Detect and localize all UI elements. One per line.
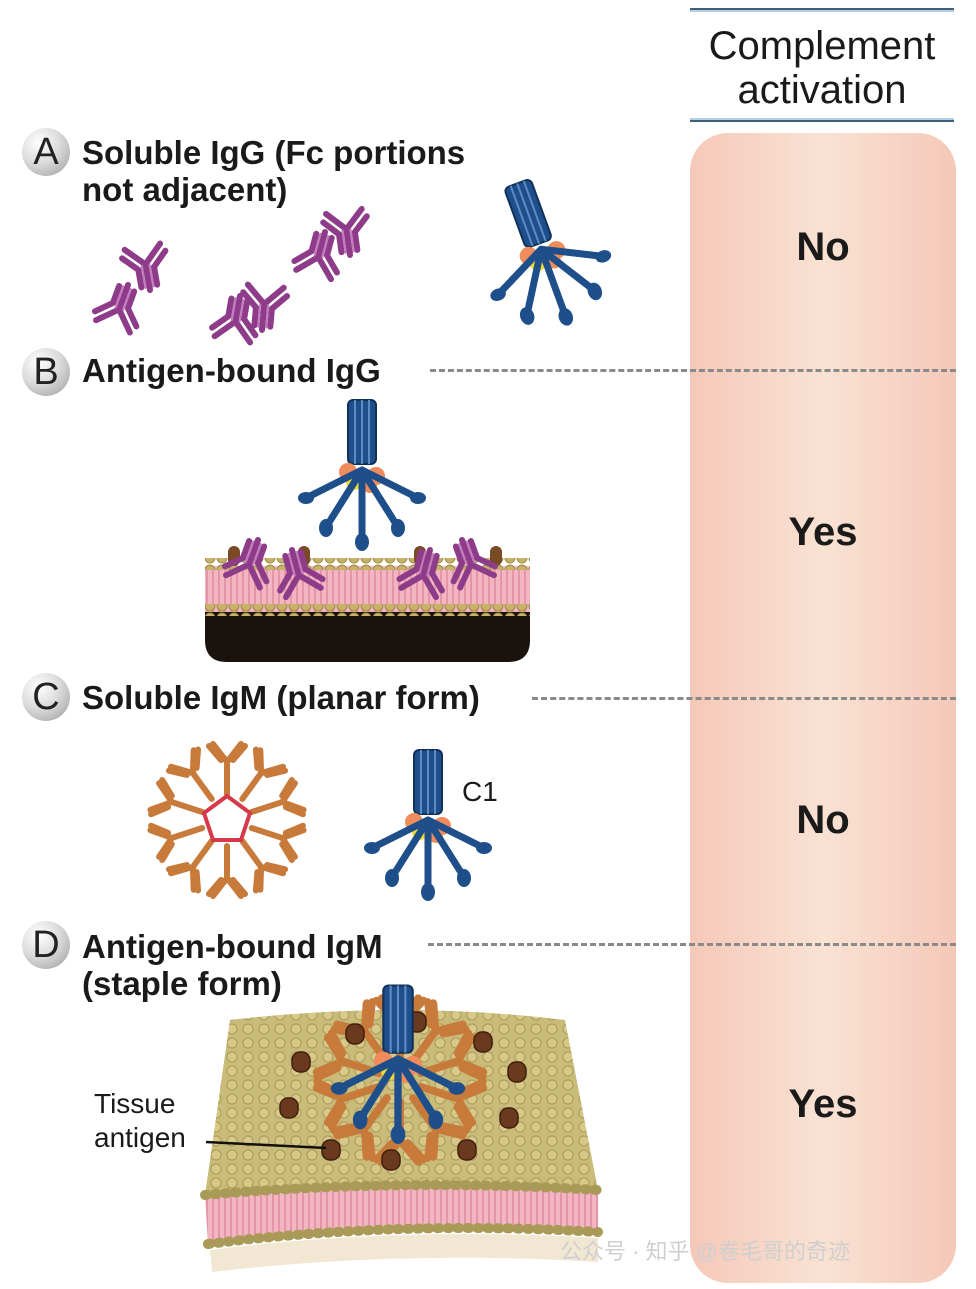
panel-c-title: Soluble IgM (planar form) (82, 679, 480, 716)
tissue-antigen-line1: Tissue (94, 1088, 176, 1119)
header-line-1: Complement (708, 24, 936, 68)
panel-a-title-line2: not adjacent) (82, 171, 288, 208)
separator-c (532, 697, 956, 700)
header-title: Complement activation (690, 24, 954, 112)
membrane-inner-heads (205, 604, 530, 616)
tissue-antigen-label: Tissue antigen (94, 1087, 186, 1155)
tissue-antigens (279, 1011, 527, 1171)
complement-activation-header: Complement activation (690, 8, 954, 122)
result-b: Yes (788, 510, 858, 554)
panel-d-antigen-bound-igm (200, 986, 603, 1272)
header-line-2: activation (737, 68, 907, 112)
separator-d (428, 943, 956, 946)
j-chain-pentagon (201, 793, 253, 842)
tissue-antigen-pointer (205, 1140, 327, 1150)
c1-label: C1 (462, 776, 498, 807)
panel-d-badge: D (22, 921, 70, 969)
panel-d-title-line2: (staple form) (82, 965, 282, 1002)
separator-b (430, 369, 956, 372)
c1-molecule (457, 162, 629, 348)
c1-molecule (364, 750, 492, 901)
panel-b-title: Antigen-bound IgG (82, 352, 381, 389)
panel-b-badge: B (22, 348, 70, 396)
panel-a-soluble-igg (92, 162, 629, 348)
panel-d-title: Antigen-bound IgM (staple form) (82, 928, 383, 1002)
tissue-antigen-line2: antigen (94, 1122, 186, 1153)
result-c: No (796, 798, 850, 842)
panel-a-title: Soluble IgG (Fc portions not adjacent) (82, 134, 465, 208)
panel-d-title-line1: Antigen-bound IgM (82, 928, 383, 965)
tissue-lipid-layer (205, 1185, 598, 1244)
cell-body (205, 610, 530, 662)
panel-c-badge: C (22, 673, 70, 721)
panel-a-badge: A (22, 128, 70, 176)
c1-molecule (298, 400, 426, 551)
panel-c-soluble-igm (149, 744, 492, 901)
panel-b-antigen-bound-igg (205, 400, 530, 662)
panel-c-title-line1: Soluble IgM (planar form) (82, 679, 480, 716)
panel-a-title-line1: Soluble IgG (Fc portions (82, 134, 466, 171)
panel-b-title-line1: Antigen-bound IgG (82, 352, 381, 389)
watermark: 公众号 · 知乎 @卷毛哥的奇迹 (560, 1239, 850, 1264)
complement-activation-column (690, 133, 956, 1283)
result-d: Yes (788, 1082, 858, 1126)
result-a: No (796, 225, 850, 269)
